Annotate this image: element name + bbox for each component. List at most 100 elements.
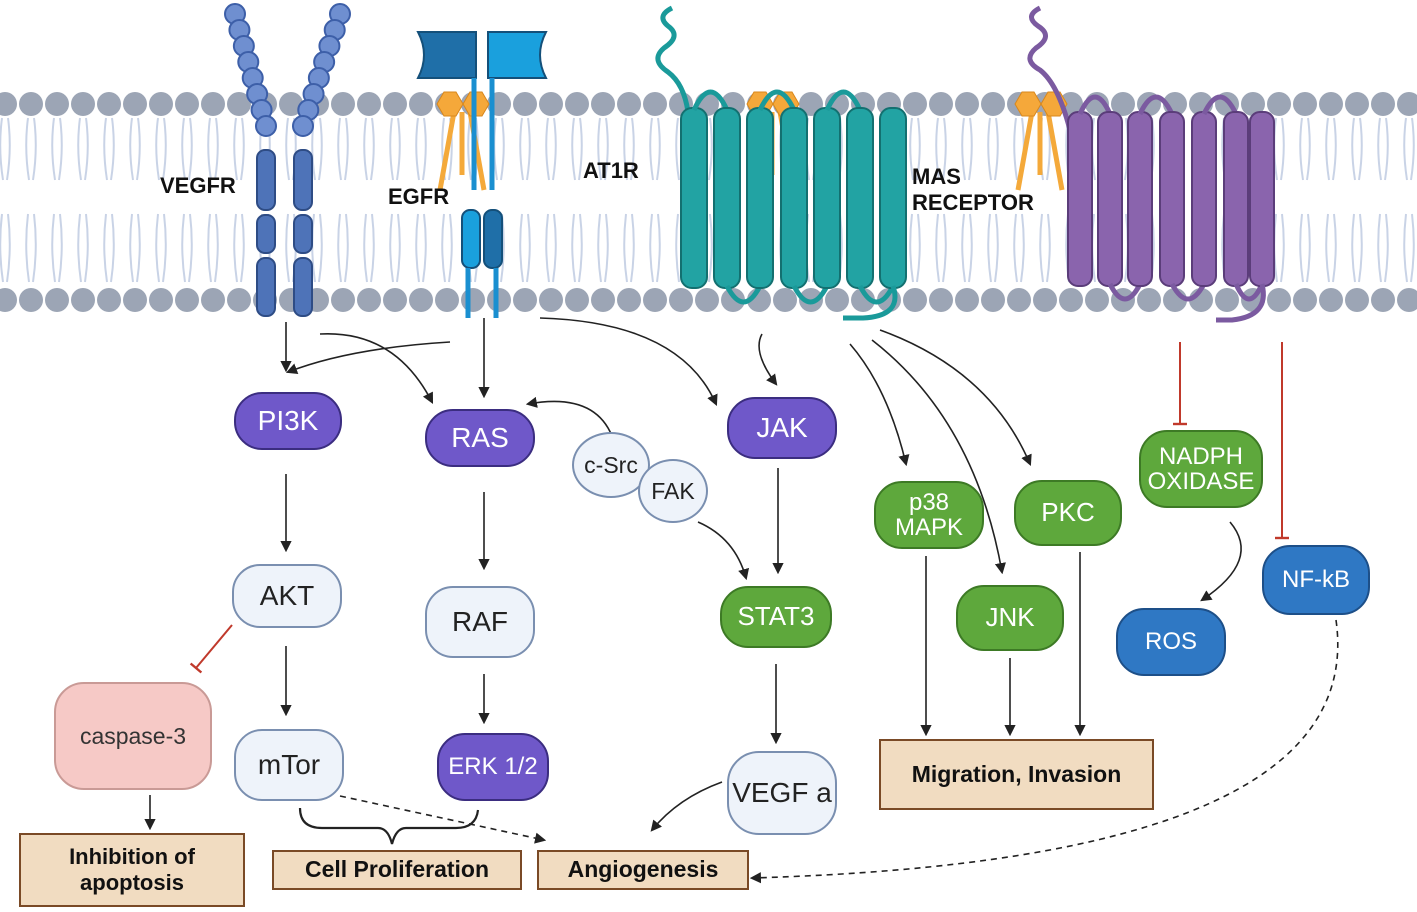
p38-mapk-node: p38 MAPK [874, 481, 984, 549]
lipid-head [357, 288, 381, 312]
vegf-a-node: VEGF a [727, 751, 837, 835]
lipid-tail [1325, 117, 1330, 181]
lipid-head [1319, 92, 1343, 116]
vegfr-segment [256, 257, 276, 317]
lipid-tail [318, 117, 323, 181]
lipid-tail [1403, 213, 1408, 283]
mas-c-terminus [1216, 283, 1266, 323]
lipid-head [643, 92, 667, 116]
lipid-tail [318, 213, 323, 283]
lipid-tail [1020, 213, 1025, 283]
lipid-tail [649, 213, 654, 283]
c-src-node: c-Src [572, 432, 650, 498]
lipid-head [149, 288, 173, 312]
lipid-tail [630, 213, 635, 283]
lipid-head [357, 92, 381, 116]
lipid-tail [240, 213, 245, 283]
lipid-tail [181, 117, 186, 181]
at1r-loop [857, 284, 896, 305]
lipid-tail [51, 213, 56, 283]
lipid-tail [708, 117, 713, 181]
lipid-tail [916, 117, 921, 181]
lipid-tail [493, 117, 498, 181]
erk-node: ERK 1/2 [437, 733, 549, 801]
lipid-tail [1039, 213, 1044, 283]
mas-n-terminus [1027, 5, 1073, 131]
lipid-tail [519, 213, 524, 283]
lipid-tail [1280, 213, 1285, 283]
lipid-tail [630, 117, 635, 181]
lipid-head [45, 288, 69, 312]
lipid-head [1033, 288, 1057, 312]
arrow-fak-stat3 [697, 521, 750, 581]
lipid-head [1293, 92, 1317, 116]
lipid-head [0, 92, 17, 116]
lipid-tail [207, 213, 212, 283]
lipid-head [1267, 288, 1291, 312]
lipid-tail [129, 117, 134, 181]
nadph-oxidase-node: NADPH OXIDASE [1139, 430, 1263, 508]
pkc-node: PKC [1014, 480, 1122, 546]
lipid-tail [188, 117, 193, 181]
lipid-head [383, 92, 407, 116]
lipid-tail [415, 117, 420, 181]
lipid-tail [935, 213, 940, 283]
egfr-label: EGFR [388, 184, 450, 209]
lipid-tail [155, 117, 160, 181]
arrow-csrc-ras [525, 396, 613, 437]
raf-node: RAF [425, 586, 535, 658]
pathway-connectors [144, 317, 1339, 884]
vegfr-domain [292, 115, 314, 137]
mas-loop [1169, 282, 1207, 302]
lipid-tail [337, 117, 342, 181]
at1r-loop [791, 284, 830, 305]
mas-receptor-label: MAS RECEPTOR [912, 164, 1034, 217]
lipid-head [903, 288, 927, 312]
lipid-tail [188, 213, 193, 283]
lipid-head [513, 92, 537, 116]
lipid-tail [916, 213, 921, 283]
lipid-head [1397, 92, 1417, 116]
mtor-node: mTor [234, 729, 344, 801]
vegfr-label: VEGFR [160, 173, 236, 198]
lipid-head [149, 92, 173, 116]
vegfr-segment [256, 149, 276, 211]
mas-helix [1223, 111, 1249, 287]
lipid-tail [6, 213, 11, 283]
angiogenesis-box: Angiogenesis [537, 850, 749, 890]
arrow-at1r-jnk [871, 339, 1006, 575]
lipid-tail [1410, 213, 1415, 283]
inhibition-of-apoptosis-box: Inhibition of apoptosis [19, 833, 245, 907]
lipid-tail [571, 117, 576, 181]
mas-receptor [1027, 5, 1275, 323]
lipid-head [201, 92, 225, 116]
lipid-tail [136, 117, 141, 181]
vegfr-receptor [224, 3, 351, 317]
lipid-tail [1325, 213, 1330, 283]
egfr-segment [461, 209, 481, 269]
lipid-tail [623, 117, 628, 181]
lipid-tail [961, 117, 966, 181]
lipid-head [331, 288, 355, 312]
lipid-tail [656, 117, 661, 181]
lipid-tail [344, 117, 349, 181]
stat3-node: STAT3 [720, 586, 832, 648]
lipid-tail [1332, 213, 1337, 283]
arrow-egfr-pi3k [285, 341, 451, 374]
lipid-tail [396, 117, 401, 181]
egfr-receptor [416, 31, 548, 318]
fak-node: FAK [638, 459, 708, 523]
lipid-tail [344, 213, 349, 283]
lipid-tail [1306, 117, 1311, 181]
lipid-tail [467, 117, 472, 181]
lipid-tail [396, 213, 401, 283]
lipid-tail [623, 213, 628, 283]
lipid-tail [1013, 117, 1018, 181]
lipid-tail [545, 213, 550, 283]
lipid-head [1293, 288, 1317, 312]
lipid-tail [25, 213, 30, 283]
lipid-tail [103, 117, 108, 181]
lipid-head [461, 288, 485, 312]
at1r-helix [713, 107, 741, 289]
